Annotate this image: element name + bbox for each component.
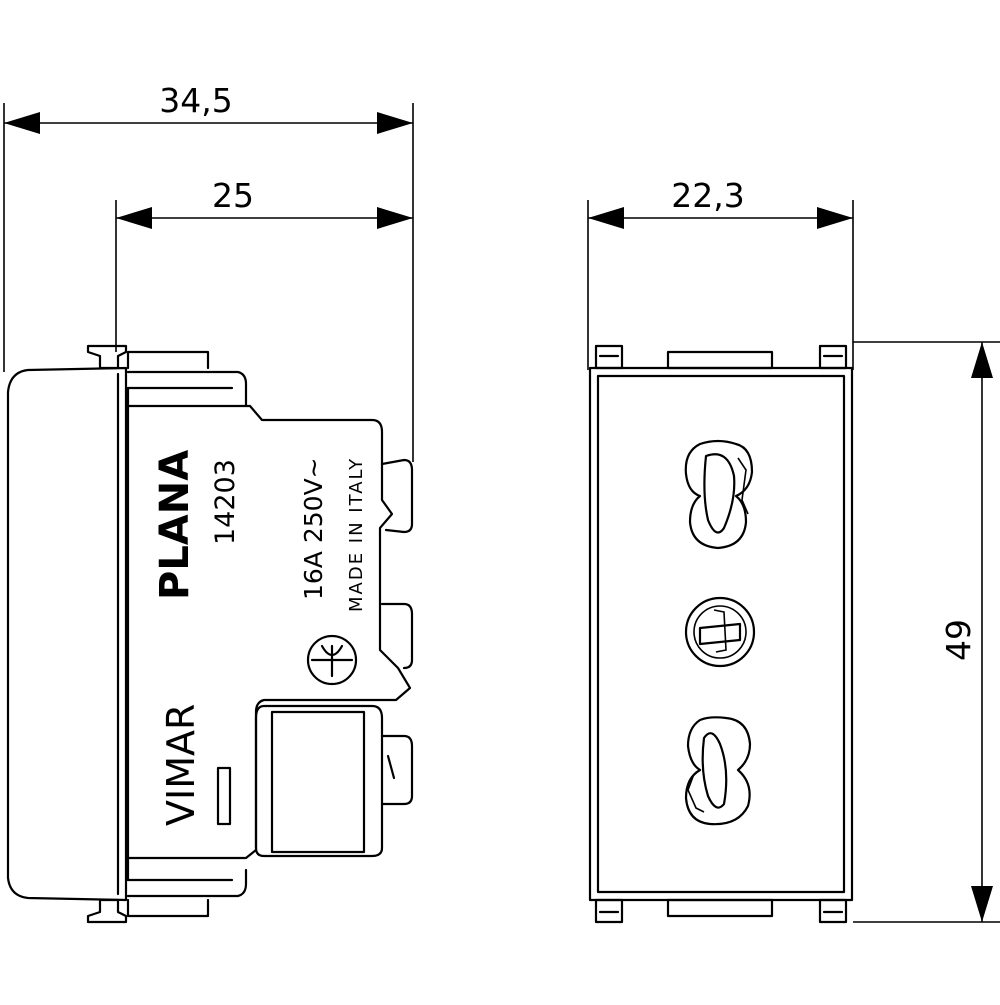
- socket-hole-top: [684, 439, 754, 550]
- side-clamp-block: [254, 704, 384, 858]
- switch-symbol-icon: [306, 634, 358, 686]
- socket-hole-bottom: [684, 716, 752, 826]
- side-view: PLANA 14203 16A 250V~ MADE IN ITALY VIMA…: [6, 344, 414, 924]
- brand-label: VIMAR: [159, 704, 203, 826]
- side-faceplate: [6, 366, 128, 902]
- socket-hole-middle: [684, 596, 756, 668]
- dim-label-body-depth: 25: [212, 176, 254, 215]
- side-indicator-slot: [216, 766, 232, 826]
- side-terminal-mid: [380, 602, 414, 670]
- product-code-label: 14203: [210, 459, 241, 545]
- dim-label-total-depth: 34,5: [159, 81, 232, 120]
- origin-label: MADE IN ITALY: [346, 457, 367, 612]
- side-top-clip: [86, 344, 128, 370]
- side-bottom-clip: [86, 898, 128, 924]
- dimension-total-depth: 34,5: [3, 81, 414, 462]
- dimension-front-height: 49: [853, 341, 1000, 923]
- dim-label-front-height: 49: [939, 619, 978, 661]
- dimension-body-depth: 25: [115, 176, 413, 352]
- front-body: [588, 366, 854, 902]
- dim-label-front-width: 22,3: [671, 176, 744, 215]
- rating-label: 16A 250V~: [299, 457, 328, 600]
- series-label: PLANA: [152, 450, 198, 600]
- side-terminal-bottom: [380, 734, 414, 806]
- side-terminal-top: [380, 458, 414, 534]
- front-view: [588, 344, 854, 924]
- dimension-front-width: 22,3: [587, 176, 854, 370]
